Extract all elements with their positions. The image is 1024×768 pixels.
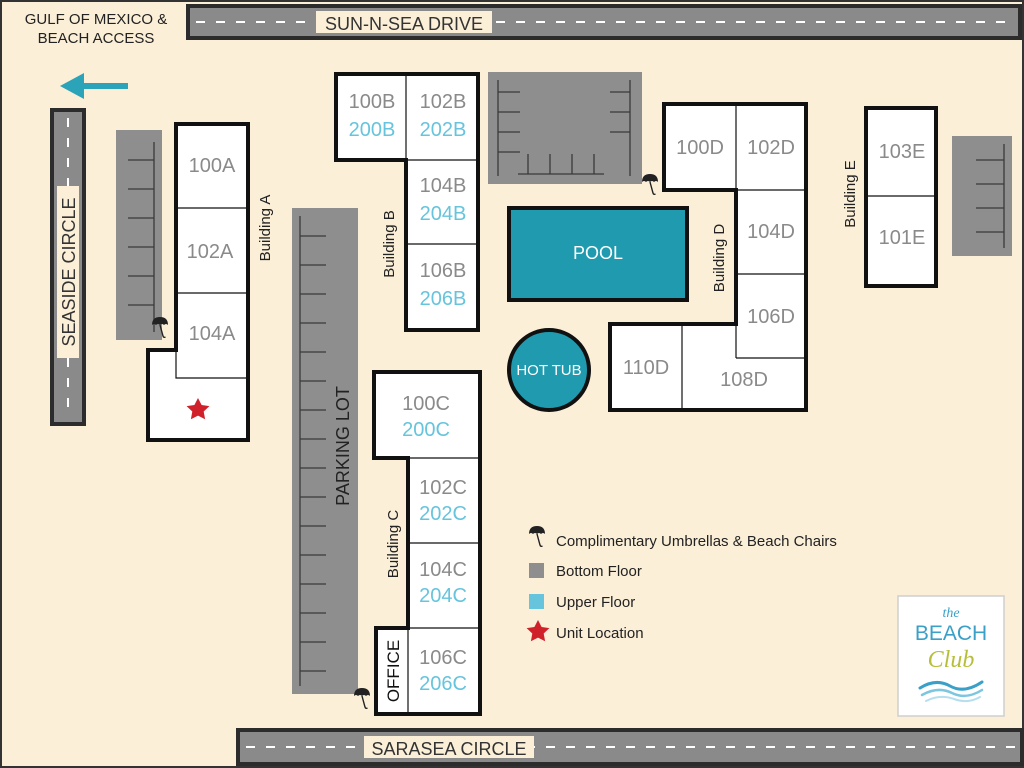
building-b: 100B 200B 102B 202B 104B 204B 106B 206B … [334, 72, 480, 332]
road-seaside-circle: SEASIDE CIRCLE [50, 108, 86, 426]
parking-top-center [488, 72, 642, 184]
hot-tub: HOT TUB [507, 328, 591, 412]
beach-access-line-1: GULF OF MEXICO & [25, 11, 168, 28]
legend-bottom-floor: Bottom Floor [556, 563, 642, 580]
building-d-label: Building D [711, 224, 728, 293]
unit-202b: 202B [420, 119, 467, 141]
unit-202c: 202C [419, 503, 467, 525]
unit-101e: 101E [879, 227, 926, 249]
pool-label: POOL [573, 243, 623, 263]
parking-right [952, 136, 1012, 256]
road-sarasea-circle: SARASEA CIRCLE [236, 728, 1024, 766]
star-icon [186, 398, 210, 420]
beach-club-logo: the BEACH Club [897, 595, 1005, 717]
unit-102c: 102C [419, 477, 467, 499]
unit-102d: 102D [747, 137, 795, 159]
street-label-bottom: SARASEA CIRCLE [371, 739, 526, 759]
logo-club: Club [928, 647, 975, 673]
parking-left [116, 130, 162, 340]
unit-104b: 104B [420, 175, 467, 197]
office-label: OFFICE [384, 640, 403, 702]
building-e: 103E 101E Building E [842, 106, 938, 288]
unit-106b: 106B [420, 260, 467, 282]
building-d: 100D 102D 104D 106D 110D 108D Building D [608, 102, 808, 412]
wave-icon [918, 680, 984, 703]
unit-100b: 100B [349, 91, 396, 113]
legend-swatch-bottom [529, 563, 544, 578]
unit-102a: 102A [187, 241, 234, 263]
street-label-top: SUN-N-SEA DRIVE [325, 14, 483, 34]
unit-204b: 204B [420, 203, 467, 225]
unit-200c: 200C [402, 419, 450, 441]
building-a: 100A 102A 104A Building A [146, 122, 274, 442]
street-label-left: SEASIDE CIRCLE [59, 197, 79, 346]
unit-200b: 200B [349, 119, 396, 141]
logo-the: the [942, 606, 959, 621]
building-c-label: Building C [385, 510, 402, 579]
parking-lot-label: PARKING LOT [333, 386, 353, 506]
arrow-left-icon [60, 73, 128, 99]
unit-106d: 106D [747, 306, 795, 328]
building-a-label: Building A [257, 195, 274, 262]
legend-upper-floor: Upper Floor [556, 594, 635, 611]
unit-108d: 108D [720, 369, 768, 391]
logo-beach: BEACH [915, 622, 987, 645]
unit-206b: 206B [420, 288, 467, 310]
building-c: 100C 200C 102C 202C 104C 204C 106C 206C … [372, 370, 482, 716]
unit-204c: 204C [419, 585, 467, 607]
legend: Complimentary Umbrellas & Beach Chairs B… [526, 525, 837, 642]
star-icon [526, 620, 550, 642]
legend-swatch-upper [529, 594, 544, 609]
unit-102b: 102B [420, 91, 467, 113]
unit-110d: 110D [623, 357, 669, 379]
building-b-label: Building B [381, 210, 398, 278]
parking-lot-main: PARKING LOT [292, 208, 358, 694]
legend-umbrella: Complimentary Umbrellas & Beach Chairs [556, 533, 837, 550]
unit-104c: 104C [419, 559, 467, 581]
hot-tub-label: HOT TUB [516, 362, 581, 379]
unit-104a: 104A [189, 323, 236, 345]
unit-103e: 103E [879, 141, 926, 163]
legend-unit-location: Unit Location [556, 625, 644, 642]
unit-100d: 100D [676, 137, 724, 159]
unit-206c: 206C [419, 673, 467, 695]
unit-104d: 104D [747, 221, 795, 243]
unit-100c: 100C [402, 393, 450, 415]
pool: POOL [507, 206, 689, 302]
road-sun-n-sea-drive: SUN-N-SEA DRIVE [186, 4, 1022, 40]
unit-106c: 106C [419, 647, 467, 669]
unit-100a: 100A [189, 155, 236, 177]
building-e-label: Building E [842, 160, 859, 228]
beach-access-line-2: BEACH ACCESS [38, 30, 155, 47]
